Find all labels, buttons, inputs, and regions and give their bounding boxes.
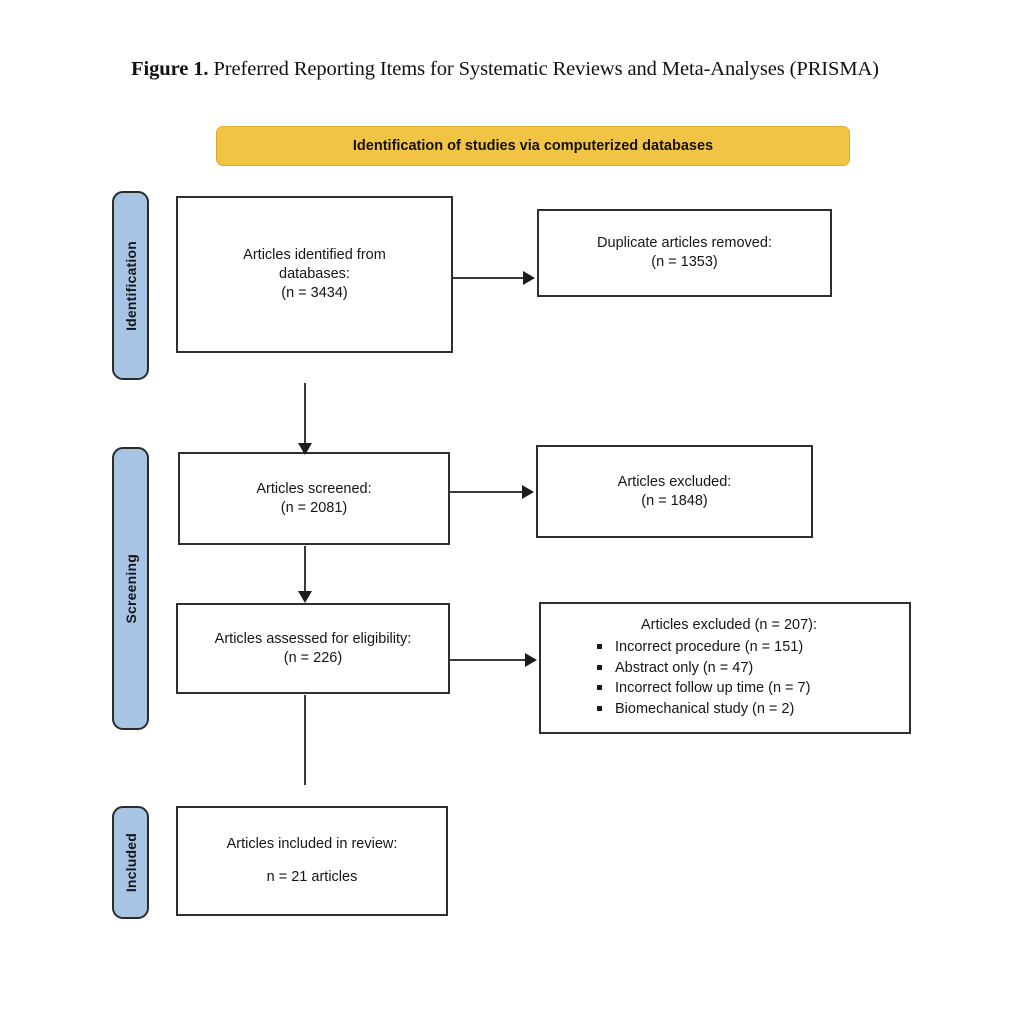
arrow-down-icon [298, 591, 312, 603]
connector-screened-to-excluded [450, 491, 524, 493]
box-articles-excluded-screening-line1: Articles excluded: [617, 473, 732, 490]
stage-pill-included: Included [112, 806, 149, 919]
box-articles-included-line1: Articles included in review: [226, 836, 398, 853]
box-articles-included-count: n = 21 articles [266, 869, 358, 885]
bullet-square-icon [597, 706, 602, 711]
box-articles-excluded-screening-count: (n = 1848) [641, 492, 708, 509]
exclusion-reason-label: Abstract only (n = 47) [615, 659, 754, 676]
identification-banner-label: Identification of studies via computeriz… [352, 138, 714, 154]
bullet-square-icon [597, 644, 602, 650]
box-articles-screened-count: (n = 2081) [280, 499, 348, 516]
stage-pill-included-label: Included [122, 832, 139, 893]
box-articles-identified-line1: Articles identified from [243, 247, 386, 264]
arrow-right-icon [522, 485, 534, 499]
box-articles-screened-line1: Articles screened: [256, 480, 372, 497]
connector-screened-to-eligibility [304, 546, 306, 593]
box-duplicates-removed-count: (n = 1353) [651, 254, 718, 270]
exclusion-reason-label: Incorrect procedure (n = 151) [615, 639, 804, 656]
bullet-square-icon [597, 685, 602, 691]
box-articles-assessed-eligibility-count: (n = 226) [283, 649, 343, 666]
figure-label: Figure 1. [131, 58, 209, 80]
box-articles-identified-line2: databases: [279, 266, 350, 283]
box-articles-assessed-eligibility-line1: Articles assessed for eligibility: [214, 630, 412, 647]
exclusion-reason-item: Biomechanical study (n = 2) [597, 699, 895, 720]
exclusion-reason-item: Abstract only (n = 47) [597, 658, 895, 679]
exclusion-reason-list: Incorrect procedure (n = 151) Abstract o… [563, 637, 895, 719]
box-duplicates-removed-line1: Duplicate articles removed: [597, 235, 772, 252]
connector-identified-to-screened [304, 383, 306, 445]
stage-pill-screening: Screening [112, 447, 149, 730]
identification-banner: Identification of studies via computeriz… [216, 126, 850, 166]
exclusion-reason-label: Incorrect follow up time (n = 7) [615, 680, 811, 697]
exclusion-reason-item: Incorrect follow up time (n = 7) [597, 678, 895, 699]
box-articles-identified-count: (n = 3434) [281, 284, 348, 301]
box-articles-identified: Articles identified from databases: (n =… [176, 196, 453, 353]
box-articles-assessed-eligibility: Articles assessed for eligibility: (n = … [176, 603, 450, 694]
box-articles-screened: Articles screened: (n = 2081) [178, 452, 450, 545]
stage-pill-identification: Identification [112, 191, 149, 380]
box-articles-excluded-eligibility-heading: Articles excluded (n = 207): [640, 617, 818, 634]
figure-caption-text: Preferred Reporting Items for Systematic… [213, 58, 879, 80]
exclusion-reason-item: Incorrect procedure (n = 151) [597, 637, 895, 658]
box-articles-excluded-screening: Articles excluded: (n = 1848) [536, 445, 813, 538]
connector-identified-to-duplicates [453, 277, 525, 279]
connector-eligibility-to-excluded [450, 659, 527, 661]
arrow-right-icon [525, 653, 537, 667]
figure-caption: Figure 1. Preferred Reporting Items for … [0, 58, 1010, 81]
stage-pill-identification-label: Identification [122, 240, 139, 331]
box-duplicates-removed: Duplicate articles removed: (n = 1353) [537, 209, 832, 297]
bullet-square-icon [597, 664, 602, 670]
box-articles-excluded-eligibility: Articles excluded (n = 207): Incorrect p… [539, 602, 911, 734]
arrow-right-icon [523, 271, 535, 285]
arrow-down-icon [298, 443, 312, 455]
stage-pill-screening-label: Screening [122, 553, 139, 624]
connector-eligibility-to-included [304, 695, 306, 785]
exclusion-reason-label: Biomechanical study (n = 2) [615, 701, 795, 717]
box-articles-included: Articles included in review: n = 21 arti… [176, 806, 448, 916]
